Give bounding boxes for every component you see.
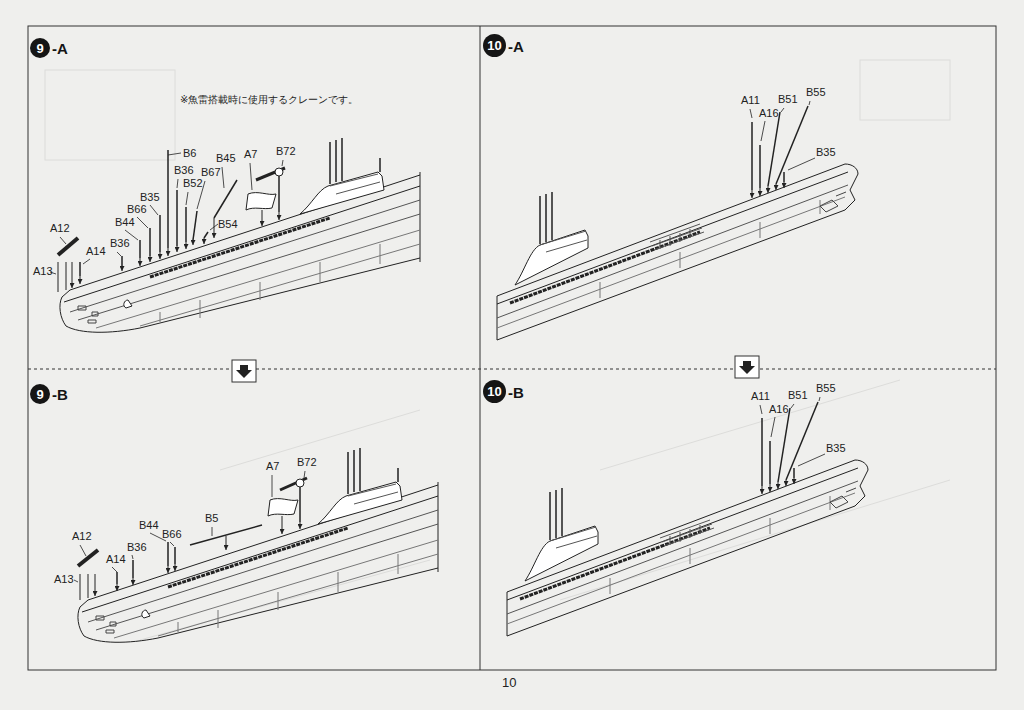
step-suffix: -B <box>508 383 524 400</box>
part-number: A11 <box>741 94 760 107</box>
part-number: B36 <box>127 541 147 554</box>
part-number: B66 <box>127 203 147 216</box>
step-badge: 9-B <box>30 384 50 404</box>
step-suffix: -B <box>52 386 68 403</box>
part-number: A13 <box>33 265 53 278</box>
part-number: A7 <box>266 460 279 473</box>
step-badge: 10-A <box>483 34 506 57</box>
part-number: B54 <box>218 218 238 231</box>
part-number: B51 <box>788 389 808 402</box>
note-text: ※魚雷搭載時に使用するクレーンです。 <box>180 94 358 106</box>
part-number: B51 <box>778 93 798 106</box>
part-number: B44 <box>115 216 135 229</box>
part-number: A14 <box>106 553 126 566</box>
step-suffix: -A <box>508 37 524 54</box>
step-number: 9 <box>36 388 43 401</box>
part-number: A13 <box>54 573 74 586</box>
step-number: 9 <box>36 42 43 55</box>
part-number: B66 <box>162 528 182 541</box>
part-number: B52 <box>183 177 203 190</box>
part-number: B45 <box>216 152 236 165</box>
part-number: B72 <box>276 145 296 158</box>
part-number: B35 <box>816 146 836 159</box>
part-number: A11 <box>751 390 770 403</box>
page-number: 10 <box>502 676 516 691</box>
step-badge: 9-A <box>30 38 50 58</box>
part-number: B44 <box>139 519 159 532</box>
part-number: A14 <box>86 245 106 258</box>
part-number: A16 <box>769 403 789 416</box>
part-number: B36 <box>174 164 194 177</box>
part-number: B35 <box>140 191 160 204</box>
part-number: B55 <box>816 382 836 395</box>
part-number: B72 <box>297 456 317 469</box>
part-number: B5 <box>205 512 218 525</box>
step-badge: 10-B <box>483 380 506 403</box>
part-number: B6 <box>183 147 196 160</box>
part-number: A16 <box>759 107 779 120</box>
part-number: B36 <box>110 237 130 250</box>
step-number: 10 <box>487 39 501 52</box>
part-number: A7 <box>244 148 257 161</box>
part-number: B67 <box>201 166 221 179</box>
step-number: 10 <box>487 385 501 398</box>
part-number: A12 <box>72 530 92 543</box>
part-number: B35 <box>826 442 846 455</box>
step-suffix: -A <box>52 40 68 57</box>
part-number: B55 <box>806 86 826 99</box>
part-number: A12 <box>50 222 70 235</box>
